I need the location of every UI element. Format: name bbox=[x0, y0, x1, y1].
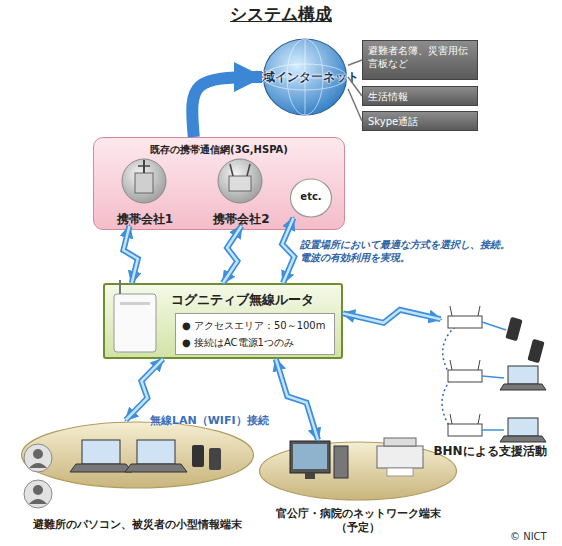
bolt-core bbox=[126, 359, 163, 420]
bolt-outline bbox=[126, 359, 163, 420]
ap-antenna bbox=[450, 414, 452, 424]
spec-item: ● アクセスエリア：50～100m bbox=[182, 317, 328, 334]
etc-text: etc. bbox=[289, 191, 333, 202]
edge-label: 無線LAN（WIFI）接続 bbox=[150, 413, 269, 428]
curved-arrow bbox=[192, 77, 262, 137]
spec-item: ● 接続はAC電源1つのみ bbox=[182, 334, 328, 351]
info-box: 避難者名簿、災害用伝言板など bbox=[362, 40, 478, 80]
lightning-connector bbox=[276, 359, 318, 440]
bolt-core bbox=[343, 310, 441, 323]
globe-label: 広域インターネット bbox=[250, 69, 360, 86]
office-platform: 官公庁・病院のネットワーク端末（予定） bbox=[258, 440, 458, 535]
person-icon bbox=[24, 480, 52, 508]
shelter-platform: 避難所のパソコン、被災者の小型情報端末 bbox=[20, 420, 255, 532]
line-body bbox=[348, 89, 362, 121]
carrier-node: 携帯会社2 bbox=[199, 158, 284, 226]
access-point bbox=[448, 316, 482, 328]
info-text: 生活情報 bbox=[368, 90, 472, 103]
laptop-screen bbox=[508, 418, 538, 436]
ap-antenna bbox=[478, 414, 480, 424]
laptop-screen bbox=[508, 366, 538, 384]
laptop-base bbox=[500, 436, 546, 442]
internet-globe: 広域インターネット bbox=[262, 38, 348, 116]
info-text: 避難者名簿、災害用伝言板など bbox=[368, 44, 472, 70]
support-cluster: BHNによる支援活動 bbox=[425, 300, 555, 460]
info-box: Skype通話 bbox=[362, 111, 478, 131]
mesh-link bbox=[442, 327, 455, 430]
access-point bbox=[448, 424, 482, 436]
ap-antenna bbox=[450, 360, 452, 370]
carrier-name: 携帯会社2 bbox=[193, 212, 290, 226]
carrier-network-box: 既存の携帯通信網(3G,HSPA)携帯会社1携帯会社2etc. bbox=[93, 137, 345, 230]
laptop-base bbox=[500, 384, 546, 390]
bolt-outline bbox=[123, 226, 137, 283]
router-title: コグニティブ無線ルータ bbox=[171, 291, 314, 309]
lightning-connector bbox=[223, 226, 242, 283]
info-text: Skype通話 bbox=[368, 115, 472, 128]
line-body bbox=[348, 60, 362, 65]
platform-ellipse-canvas bbox=[20, 420, 255, 532]
spec-box: ● アクセスエリア：50～100m● 接続はAC電源1つのみ bbox=[175, 313, 335, 355]
bolt-outline bbox=[343, 310, 441, 323]
access-point bbox=[448, 370, 482, 382]
group-heading: 既存の携帯通信網(3G,HSPA) bbox=[94, 143, 344, 157]
bolt-core bbox=[123, 226, 137, 283]
lightning-connector bbox=[126, 359, 163, 420]
person-body bbox=[29, 499, 47, 504]
ap-antenna bbox=[450, 306, 452, 316]
bolt-core bbox=[223, 226, 242, 283]
person-head bbox=[33, 485, 43, 495]
bolt-core bbox=[276, 359, 318, 440]
bolt-outline bbox=[223, 226, 242, 283]
lightning-connector bbox=[123, 226, 137, 283]
edge-label: 設置場所において最適な方式を選択し、接続。電波の有効利用を実現。 bbox=[300, 238, 512, 264]
bolt-outline bbox=[276, 359, 318, 440]
platform-caption: 官公庁・病院のネットワーク端末（予定） bbox=[272, 507, 444, 535]
arrow-body bbox=[192, 77, 262, 137]
router-box: コグニティブ無線ルータ ● アクセスエリア：50～100m● 接続はAC電源1つの… bbox=[103, 283, 343, 359]
phone bbox=[505, 317, 522, 341]
connector-line bbox=[348, 89, 362, 121]
radio-link bbox=[482, 322, 506, 330]
radio-link bbox=[482, 376, 504, 378]
radio-link bbox=[482, 429, 504, 431]
lightning-connector bbox=[343, 310, 441, 323]
cluster-caption: BHNによる支援活動 bbox=[415, 443, 562, 460]
carrier-node: 携帯会社1 bbox=[106, 158, 184, 226]
platform-caption: 避難所のパソコン、被災者の小型情報端末 bbox=[20, 518, 255, 532]
connector-line bbox=[348, 60, 362, 65]
ap-antenna bbox=[478, 360, 480, 370]
etc-circle: etc. bbox=[289, 178, 333, 218]
info-box: 生活情報 bbox=[362, 86, 478, 106]
ap-antenna bbox=[478, 306, 480, 316]
platform-ellipse bbox=[260, 442, 457, 500]
copyright-note: © NICT bbox=[510, 531, 547, 542]
platform-ellipse bbox=[22, 422, 254, 488]
diagram-title: システム構成 bbox=[0, 3, 562, 26]
platform-ellipse-canvas bbox=[258, 440, 458, 535]
phone bbox=[527, 339, 544, 363]
carrier-name: 携帯会社1 bbox=[100, 212, 190, 226]
